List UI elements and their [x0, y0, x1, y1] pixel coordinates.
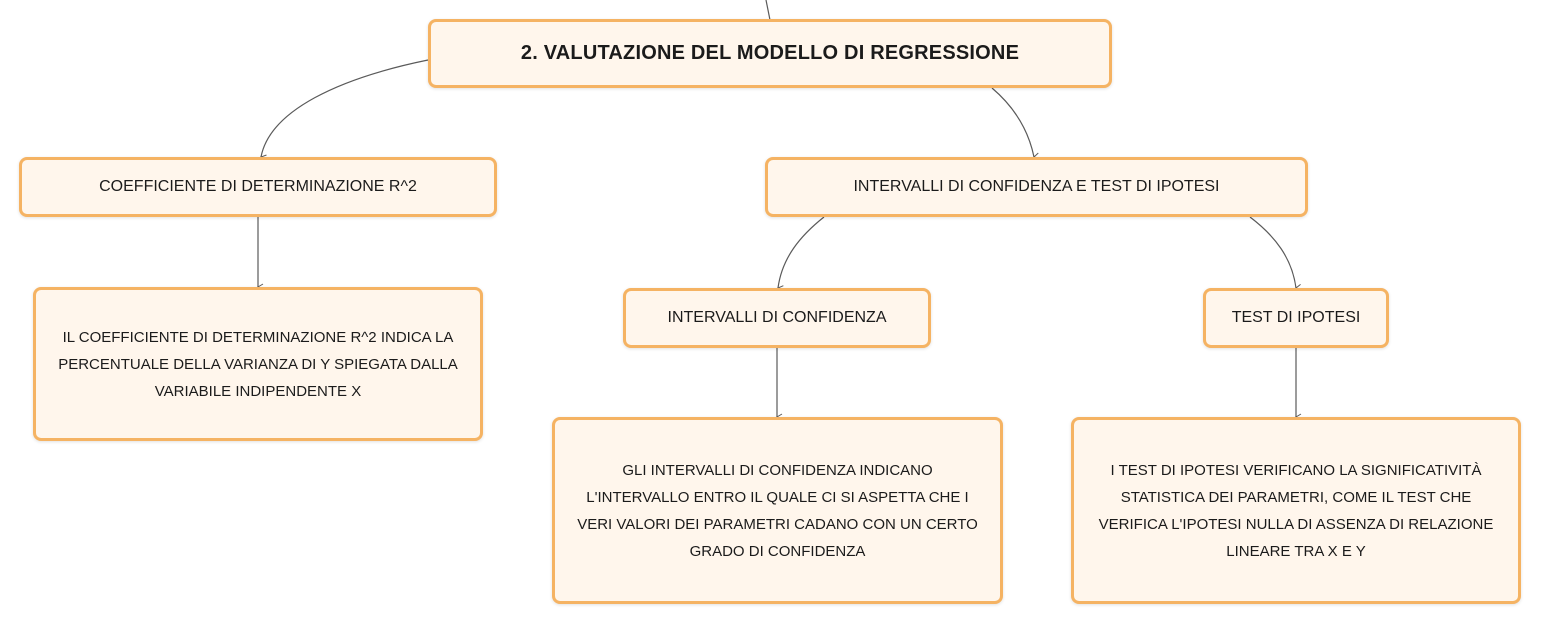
root-node[interactable]: 2. VALUTAZIONE DEL MODELLO DI REGRESSION… — [428, 19, 1112, 88]
coefficiente-node-label: COEFFICIENTE DI DETERMINAZIONE R^2 — [99, 178, 417, 195]
connector-root-to-coefficiente — [260, 59, 429, 162]
coefficiente-description-node[interactable]: IL COEFFICIENTE DI DETERMINAZIONE R^2 IN… — [33, 287, 483, 441]
test-ipotesi-node-label: TEST DI IPOTESI — [1231, 309, 1361, 326]
coefficiente-node[interactable]: COEFFICIENTE DI DETERMINAZIONE R^2 — [19, 157, 497, 217]
root-node-label: 2. VALUTAZIONE DEL MODELLO DI REGRESSION… — [520, 42, 1020, 64]
intervalli-confidenza-node-label: INTERVALLI DI CONFIDENZA — [667, 309, 887, 326]
connector-root-to-intervalli-test — [991, 87, 1040, 160]
test-ipotesi-node[interactable]: TEST DI IPOTESI — [1203, 288, 1389, 348]
intervalli-confidenza-description-text: GLI INTERVALLI DI CONFIDENZA INDICANO L'… — [577, 461, 978, 560]
intervalli-test-node-label: INTERVALLI DI CONFIDENZA E TEST DI IPOTE… — [853, 178, 1220, 195]
intervalli-confidenza-node[interactable]: INTERVALLI DI CONFIDENZA — [623, 288, 931, 348]
intervalli-confidenza-description-node[interactable]: GLI INTERVALLI DI CONFIDENZA INDICANO L'… — [552, 417, 1003, 604]
connector-intervalli-test-to-intervalli — [777, 216, 825, 293]
coefficiente-description-text: IL COEFFICIENTE DI DETERMINAZIONE R^2 IN… — [58, 328, 458, 400]
intervalli-test-node[interactable]: INTERVALLI DI CONFIDENZA E TEST DI IPOTE… — [765, 157, 1308, 217]
connector-incoming-root — [765, 0, 771, 21]
test-ipotesi-description-text: I TEST DI IPOTESI VERIFICANO LA SIGNIFIC… — [1098, 461, 1494, 560]
test-ipotesi-description-node[interactable]: I TEST DI IPOTESI VERIFICANO LA SIGNIFIC… — [1071, 417, 1521, 604]
connector-intervalli-test-to-test — [1249, 216, 1302, 291]
